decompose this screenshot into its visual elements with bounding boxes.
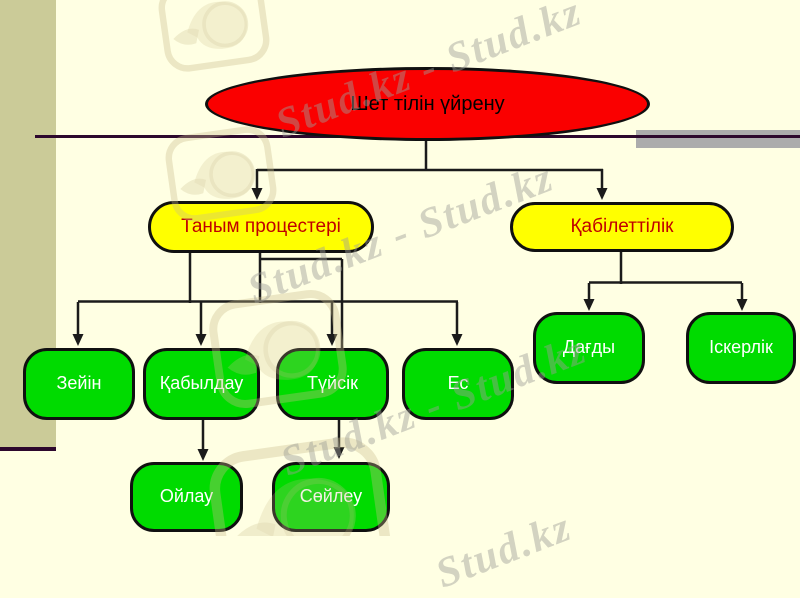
right-gray-stripe [636, 130, 800, 148]
node-label: Түйсік [307, 373, 358, 394]
node-label: Қабілеттілік [570, 215, 674, 237]
node-sensation: Түйсік [276, 348, 389, 420]
left-accent-bar-underline [0, 447, 56, 451]
node-speaking: Сөйлеу [272, 462, 390, 532]
node-label: Шет тілін үйрену [350, 93, 505, 115]
node-label: Қабылдау [159, 373, 244, 394]
node-thinking: Ойлау [130, 462, 243, 532]
node-perception: Қабылдау [143, 348, 260, 420]
node-label: Іскерлік [709, 337, 773, 358]
node-skill: Дағды [533, 312, 645, 384]
node-label: Таным процестері [181, 215, 341, 237]
node-label: Сөйлеу [299, 486, 363, 507]
node-label: Зейін [56, 373, 102, 394]
node-attention: Зейін [23, 348, 135, 420]
node-label: Дағды [562, 337, 616, 358]
node-memory: Ес [402, 348, 514, 420]
node-cognitive-processes: Таным процестері [148, 201, 374, 253]
node-proficiency: Іскерлік [686, 312, 796, 384]
node-label: Ойлау [159, 486, 214, 507]
node-label: Ес [447, 373, 469, 394]
node-root-foreign-language-learning: Шет тілін үйрену [205, 67, 650, 141]
node-ability: Қабілеттілік [510, 202, 734, 252]
